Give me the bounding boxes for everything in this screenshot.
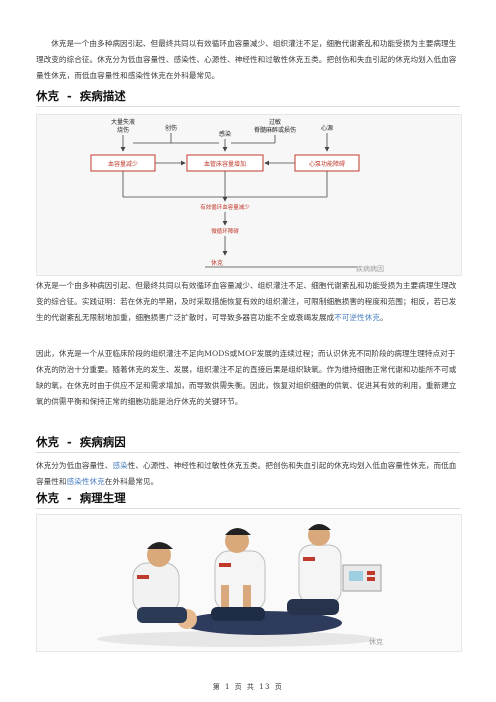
etiology-diagram-svg: 大量失液 烧伤 创伤 感染 过敏 脊髓麻醉或损伤 心源 血容量减少 血管床容量增… (90, 118, 360, 268)
heading-divider (36, 508, 460, 509)
irreversible-shock-link[interactable]: 不可逆性休克 (334, 313, 380, 322)
heading-divider (36, 106, 460, 107)
cause-label-infection: 感染 (219, 130, 231, 138)
box-cardiac-pump-failure-label: 心泵功能障碍 (309, 160, 345, 168)
figure-caption-etiology: 疾病病因 (356, 265, 384, 273)
septic-shock-link[interactable]: 感染性休克 (66, 477, 105, 486)
cause-label-fluid-loss-2: 烧伤 (117, 126, 129, 134)
cpr-illustration (36, 514, 462, 652)
description-text: 休克是一个由多种病因引起、但最终共同以有效循环血容量减少、组织灌注不足、细胞代谢… (36, 281, 457, 322)
description-paragraph-2: 因此，休克是一个从亚临床阶段的组织灌注不足向MODS或MOF发展的连续过程；而认… (36, 349, 457, 406)
box-blood-volume-decrease-label: 血容量减少 (108, 160, 138, 168)
flow-label-microcirculation: 微循环障碍 (211, 227, 239, 235)
etiology-diagram: 大量失液 烧伤 创伤 感染 过敏 脊髓麻醉或损伤 心源 血容量减少 血管床容量增… (36, 114, 462, 276)
box-vascular-bed-increase-label: 血管床容量增加 (204, 160, 246, 168)
etiology-text-a: 休克分为低血容量性、 (36, 461, 113, 470)
section-heading-etiology: 休克 - 疾病病因 (36, 435, 126, 449)
etiology-text-b: 性、心源性、神经性和过敏性休克五类。把创伤和失血引起的休克均划入低血容量性休克，… (36, 461, 457, 486)
cause-label-cardiac: 心源 (321, 124, 333, 132)
cause-label-trauma: 创伤 (165, 124, 177, 132)
flow-label-shock: 休克 (211, 259, 223, 267)
cpr-illustration-svg (97, 524, 382, 647)
heading-divider (36, 452, 460, 453)
etiology-text-c: 在外科最常见。 (104, 477, 159, 486)
section-heading-description: 休克 - 疾病描述 (36, 89, 126, 103)
figure-caption-shock: 休克 (369, 638, 383, 646)
section-heading-pathophysiology: 休克 - 病理生理 (36, 491, 126, 505)
intro-paragraph: 休克是一个由多种病因引起、但最终共同以有效循环血容量减少、组织灌注不足，细胞代谢… (36, 39, 457, 80)
etiology-paragraph: 休克分为低血容量性、感染性、心源性、神经性和过敏性休克五类。把创伤和失血引起的休… (36, 458, 460, 490)
page-number-footer: 第 1 页 共 13 页 (212, 683, 284, 691)
description-paragraph-1: 休克是一个由多种病因引起、但最终共同以有效循环血容量减少、组织灌注不足、细胞代谢… (36, 278, 460, 326)
cause-label-fluid-loss: 大量失液 (111, 118, 135, 126)
cause-label-allergy: 过敏 (269, 118, 281, 126)
flow-label-effective-volume: 有效循环血容量减少 (200, 203, 250, 211)
description-text-end: 。 (379, 313, 388, 322)
infection-link[interactable]: 感染 (112, 461, 128, 470)
cause-label-allergy-2: 脊髓麻醉或损伤 (254, 126, 296, 134)
